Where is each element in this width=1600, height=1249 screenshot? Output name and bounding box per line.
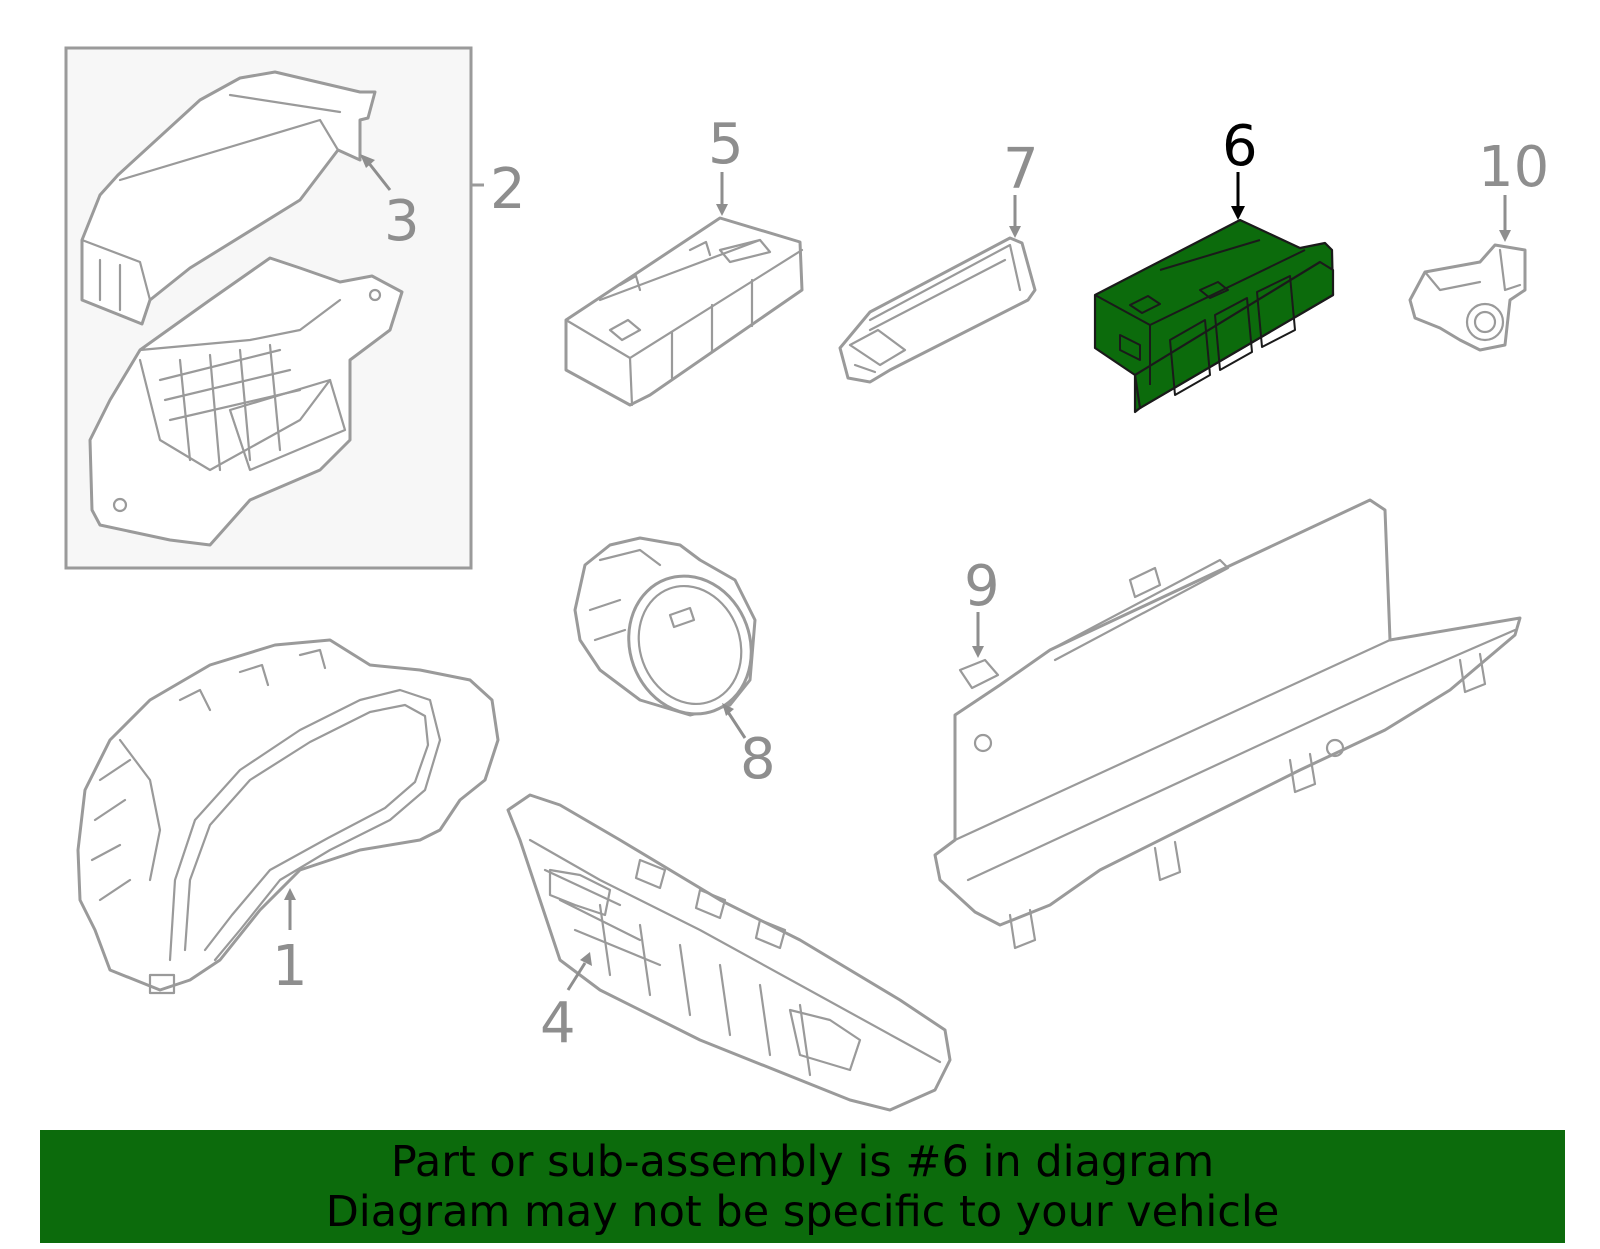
leader-6 <box>1231 172 1245 220</box>
leader-1 <box>284 888 296 930</box>
part-3-upper-cover[interactable] <box>80 70 377 326</box>
callout-8: 8 <box>740 727 776 792</box>
callout-6: 6 <box>1222 114 1258 179</box>
part-10-sensor[interactable] <box>1408 243 1527 352</box>
leader-7 <box>1009 195 1021 238</box>
callout-9: 9 <box>964 554 1000 619</box>
callout-7: 7 <box>1003 137 1039 202</box>
leader-9 <box>972 612 984 658</box>
part-8-push-button[interactable] <box>573 536 770 731</box>
part-6-switch-highlighted[interactable] <box>1093 218 1335 414</box>
leader-4 <box>566 952 592 991</box>
callout-3: 3 <box>384 189 420 254</box>
callout-1: 1 <box>272 934 308 999</box>
callout-10: 10 <box>1478 135 1549 200</box>
part-5-switch-module[interactable] <box>564 216 804 407</box>
callout-5: 5 <box>708 112 744 177</box>
banner-line-2: Diagram may not be specific to your vehi… <box>325 1187 1280 1237</box>
leader-5 <box>716 172 728 216</box>
part-4-switch-panel[interactable] <box>506 793 952 1112</box>
part-1-instrument-cluster[interactable] <box>76 638 500 995</box>
part-9-display-unit[interactable] <box>933 498 1522 950</box>
leader-8 <box>722 703 747 739</box>
part-info-banner: Part or sub-assembly is #6 in diagram Di… <box>40 1130 1565 1243</box>
callout-4: 4 <box>540 991 576 1056</box>
leader-10 <box>1499 195 1511 242</box>
leader-3 <box>360 154 392 191</box>
banner-line-1: Part or sub-assembly is #6 in diagram <box>390 1137 1215 1187</box>
callout-2: 2 <box>490 157 526 222</box>
part-7-trim-bezel[interactable] <box>838 236 1037 384</box>
part-2-lower-housing[interactable] <box>88 256 404 547</box>
